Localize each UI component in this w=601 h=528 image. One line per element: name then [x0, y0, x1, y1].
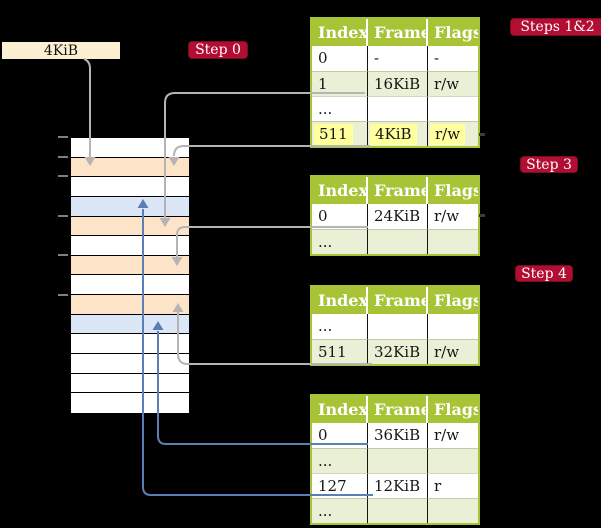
table-row: ...: [312, 314, 478, 339]
table-cell: 32KiB: [368, 339, 428, 364]
highlighted-value: 511: [314, 124, 353, 145]
badge-step-0-label: Step 0: [195, 42, 241, 58]
table-row: 0--: [312, 46, 478, 71]
memory-row-plain: [71, 138, 189, 158]
column-header-flags: Flags: [434, 181, 478, 200]
table-cell: [368, 229, 428, 254]
table-cell: ...: [312, 498, 368, 523]
table-cell: r/w: [434, 207, 460, 225]
table-cell: [428, 314, 478, 339]
table-cell: 24KiB: [368, 204, 428, 229]
table-cell: [428, 448, 478, 473]
table-cell: r: [428, 473, 478, 498]
table-cell: [428, 96, 478, 121]
memory-row-plain: [71, 373, 189, 394]
column-header-flags: Flags: [434, 23, 478, 42]
memory-row-plain: [71, 275, 189, 295]
table-cell: -: [368, 46, 428, 71]
table-cell: -: [434, 49, 440, 67]
memory-row-data: [71, 314, 189, 335]
table-cell: [368, 448, 428, 473]
table-cell: ...: [312, 314, 368, 339]
memory-row-plain: [71, 236, 189, 256]
table-cell: 4KiB: [368, 121, 428, 146]
highlighted-value: 4KiB: [370, 124, 417, 145]
column-header-frame: Frame: [368, 287, 428, 314]
column-header-frame: Frame: [368, 396, 428, 423]
table-cell: 12KiB: [368, 473, 428, 498]
table-cell: 511: [312, 339, 368, 364]
badge-step-4-label: Step 4: [521, 265, 567, 282]
column-header-index: Index: [312, 19, 368, 46]
table-cell: 36KiB: [368, 423, 428, 448]
badge-step-3: Step 3: [520, 156, 578, 173]
column-header-flags: Flags: [434, 291, 478, 310]
table-cell: [368, 498, 428, 523]
table-cell: [428, 229, 478, 254]
table-cell: 1: [312, 71, 368, 96]
badge-step-3-label: Step 3: [526, 156, 572, 173]
table-row: ...: [312, 96, 478, 121]
memory-row-pagetable: [71, 157, 189, 178]
table-cell: ...: [312, 229, 368, 254]
memory-row-plain: [71, 393, 189, 412]
memory-row-pagetable: [71, 295, 189, 315]
badge-steps-1-2-label: Steps 1&2: [520, 19, 595, 35]
column-header-index: Index: [312, 287, 368, 314]
column-header-index: Index: [312, 396, 368, 423]
memory-column: [70, 137, 190, 414]
table-cell: ...: [312, 96, 368, 121]
table-cell: 127: [312, 473, 368, 498]
memory-row-plain: [71, 177, 189, 197]
table-cell: ...: [312, 448, 368, 473]
column-header-index: Index: [312, 177, 368, 204]
table-cell: 0: [312, 46, 368, 71]
badge-step-0: Step 0: [188, 41, 248, 59]
table-cell: [368, 314, 428, 339]
table-cell: r/w: [428, 121, 478, 146]
table-cell: r/w: [428, 339, 478, 364]
table-row: ...: [312, 448, 478, 473]
column-header-flags: Flags: [434, 400, 478, 419]
highlighted-value: r/w: [430, 124, 466, 145]
table-cell: r/w: [434, 426, 460, 444]
memory-row-plain: [71, 334, 189, 354]
memory-row-plain: [71, 353, 189, 374]
table-cell: 511: [312, 121, 368, 146]
table-cell: 16KiB: [368, 71, 428, 96]
memory-row-pagetable: [71, 255, 189, 276]
badge-step-4: Step 4: [515, 265, 573, 282]
table-cell: [368, 96, 428, 121]
frame-address-label: 4KiB: [2, 42, 120, 59]
memory-row-pagetable: [71, 216, 189, 237]
column-header-frame: Frame: [368, 19, 428, 46]
table-cell: r/w: [428, 71, 478, 96]
column-header-frame: Frame: [368, 177, 428, 204]
table-cell: [428, 498, 478, 523]
table-row: 511 4KiB r/w: [312, 121, 478, 146]
table-cell: 0: [312, 204, 368, 229]
memory-row-data: [71, 196, 189, 217]
badge-steps-1-2: Steps 1&2: [510, 18, 601, 36]
table-row: ...: [312, 229, 478, 254]
table-cell: 0: [312, 423, 368, 448]
table-row: ...: [312, 498, 478, 523]
frame-address-text: 4KiB: [43, 42, 79, 59]
